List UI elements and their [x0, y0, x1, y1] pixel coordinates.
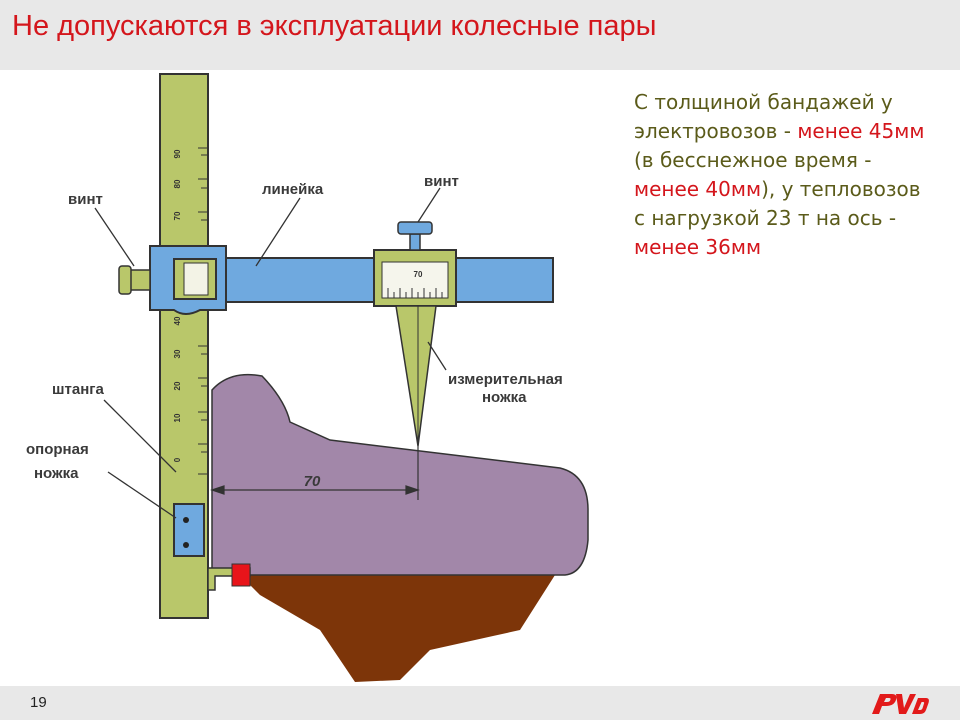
text-highlight-36mm: менее 36мм — [634, 235, 762, 259]
scale-70-label: 70 — [414, 270, 423, 279]
header-bar: Не допускаются в эксплуатации колесные п… — [0, 0, 960, 70]
tick-0: 0 — [173, 457, 182, 462]
label-izmer-2: ножка — [482, 389, 527, 406]
tick-80: 80 — [173, 179, 182, 188]
tick-20: 20 — [173, 381, 182, 390]
tire-profile — [211, 373, 589, 576]
text-part-1: С толщиной бандажей у электровозов - — [634, 90, 893, 143]
label-lineyka: линейка — [262, 181, 324, 198]
tick-90: 90 — [173, 149, 182, 158]
slide-title: Не допускаются в эксплуатации колесные п… — [12, 10, 657, 42]
right-screw-stem — [409, 233, 421, 251]
wheel-center — [240, 575, 555, 682]
requirement-text: С толщиной бандажей у электровозов - мен… — [634, 88, 934, 262]
label-opornaya-1: опорная — [26, 441, 89, 458]
dimension-line — [210, 446, 420, 500]
dimension-70-label: 70 — [304, 473, 321, 490]
text-part-5: ), у тепловозов с нагрузкой 23 т на ось … — [634, 177, 921, 230]
tick-40: 40 — [173, 316, 182, 325]
right-screw-head — [397, 221, 433, 235]
page-number: 19 — [30, 694, 47, 711]
measuring-scale — [381, 261, 449, 299]
tick-70: 70 — [173, 211, 182, 220]
label-izmer-1: измерительная — [448, 371, 563, 388]
label-opornaya-2: ножка — [34, 465, 79, 482]
support-foot-plate — [173, 503, 205, 557]
tick-10: 10 — [173, 413, 182, 422]
measuring-needle — [395, 305, 437, 447]
text-highlight-40mm: менее 40мм — [634, 177, 762, 201]
label-shtanga: штанга — [52, 381, 104, 398]
label-vint-right: винт — [424, 173, 459, 190]
left-screw-head — [118, 265, 132, 295]
rzd-logo-icon — [872, 694, 929, 714]
red-stop — [231, 563, 251, 587]
footer-bar: 19 — [0, 686, 960, 720]
tire-gauge-diagram: 90 80 70 60 50 40 30 20 10 0 70 — [26, 73, 589, 682]
text-part-3: (в бесснежное время - — [634, 148, 872, 172]
label-vint-left: винт — [68, 191, 103, 208]
text-highlight-45mm: менее 45мм — [797, 119, 925, 143]
tick-30: 30 — [173, 349, 182, 358]
